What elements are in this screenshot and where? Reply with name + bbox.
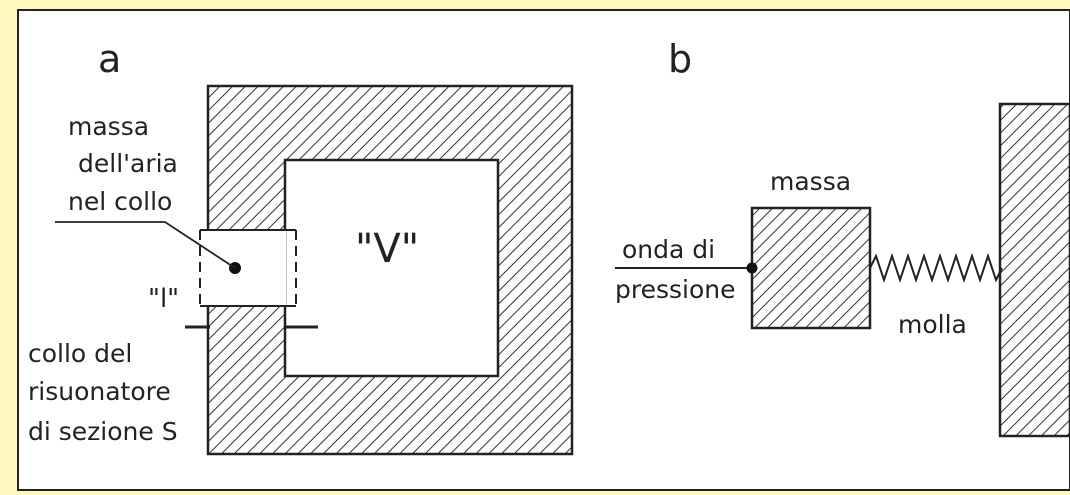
mass-label-line3: nel collo xyxy=(68,187,172,216)
spring xyxy=(869,252,1003,284)
panel-b: b massa onda di pressione molla xyxy=(615,37,1070,438)
panel-a-letter: a xyxy=(98,37,121,81)
wave-label-line2: pressione xyxy=(615,275,736,304)
neck-label-line2: risuonatore xyxy=(28,377,171,406)
length-label: "l" xyxy=(148,284,179,314)
fixed-wall xyxy=(998,102,1070,438)
neck-label-line3: di sezione S xyxy=(28,417,178,446)
pressure-contact-dot xyxy=(746,262,758,274)
wave-label-line1: onda di xyxy=(622,235,715,264)
mass-block xyxy=(750,206,872,330)
mass-label-line1: massa xyxy=(68,112,149,141)
mass-label-line2: dell'aria xyxy=(78,149,178,178)
neck-opening xyxy=(200,230,286,306)
panel-a: a massa dell'aria nel collo "V" "l" coll… xyxy=(28,37,574,456)
spring-label: molla xyxy=(898,310,967,339)
panel-b-letter: b xyxy=(668,37,692,81)
neck-label-line1: collo del xyxy=(28,339,132,368)
volume-label: "V" xyxy=(355,226,419,272)
mass-leader-line xyxy=(55,221,236,269)
mass-block-label: massa xyxy=(770,167,851,196)
